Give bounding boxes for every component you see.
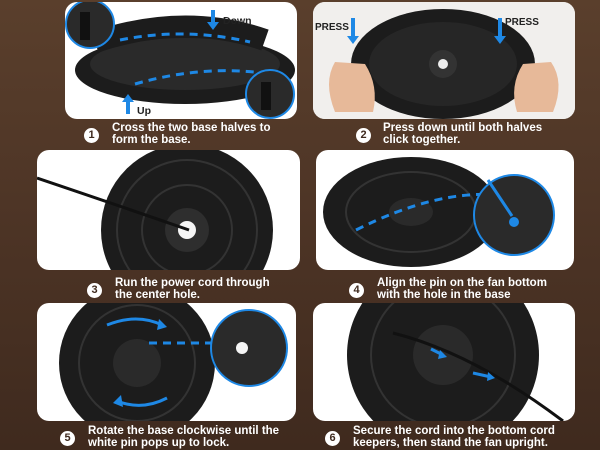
press-right-label: PRESS xyxy=(505,17,539,28)
press-left-label: PRESS xyxy=(315,22,349,33)
step-3-image xyxy=(37,150,300,270)
down-label: Down xyxy=(223,15,252,27)
step-4-image xyxy=(316,150,574,270)
step-2-number: 2 xyxy=(356,128,371,143)
step-5-caption: Rotate the base clockwise until the whit… xyxy=(88,425,280,449)
step-3-number: 3 xyxy=(87,283,102,298)
step-6-caption: Secure the cord into the bottom cord kee… xyxy=(353,425,555,449)
step-6-image xyxy=(313,303,575,421)
step-1-image: Down Up xyxy=(65,2,297,119)
step-5-image xyxy=(37,303,296,421)
step-2-image: PRESS PRESS xyxy=(313,2,575,119)
step-6-number: 6 xyxy=(325,431,340,446)
step-4-caption: Align the pin on the fan bottom with the… xyxy=(377,277,547,301)
step-1-number: 1 xyxy=(84,128,99,143)
step-3-caption: Run the power cord through the center ho… xyxy=(115,277,270,301)
step-5-number: 5 xyxy=(60,431,75,446)
step-4-number: 4 xyxy=(349,283,364,298)
step-2-caption: Press down until both halves click toget… xyxy=(383,122,543,146)
step-1-caption: Cross the two base halves to form the ba… xyxy=(112,122,271,146)
up-label: Up xyxy=(137,105,151,117)
